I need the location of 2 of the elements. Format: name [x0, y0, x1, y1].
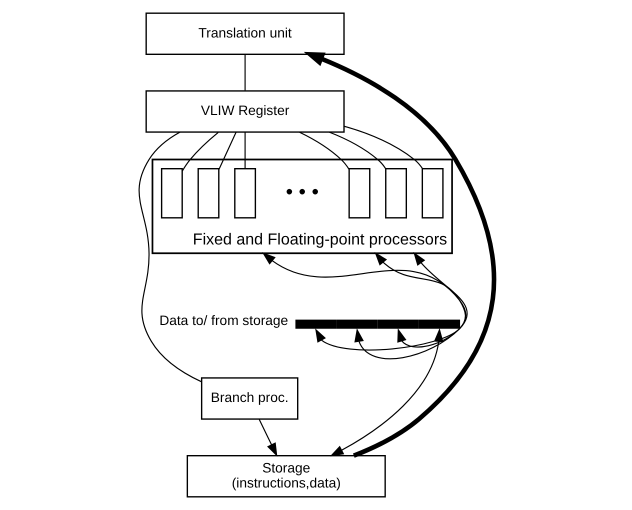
- label: • • •: [285, 180, 318, 204]
- node-label: Data to/ from storage: [158, 312, 288, 328]
